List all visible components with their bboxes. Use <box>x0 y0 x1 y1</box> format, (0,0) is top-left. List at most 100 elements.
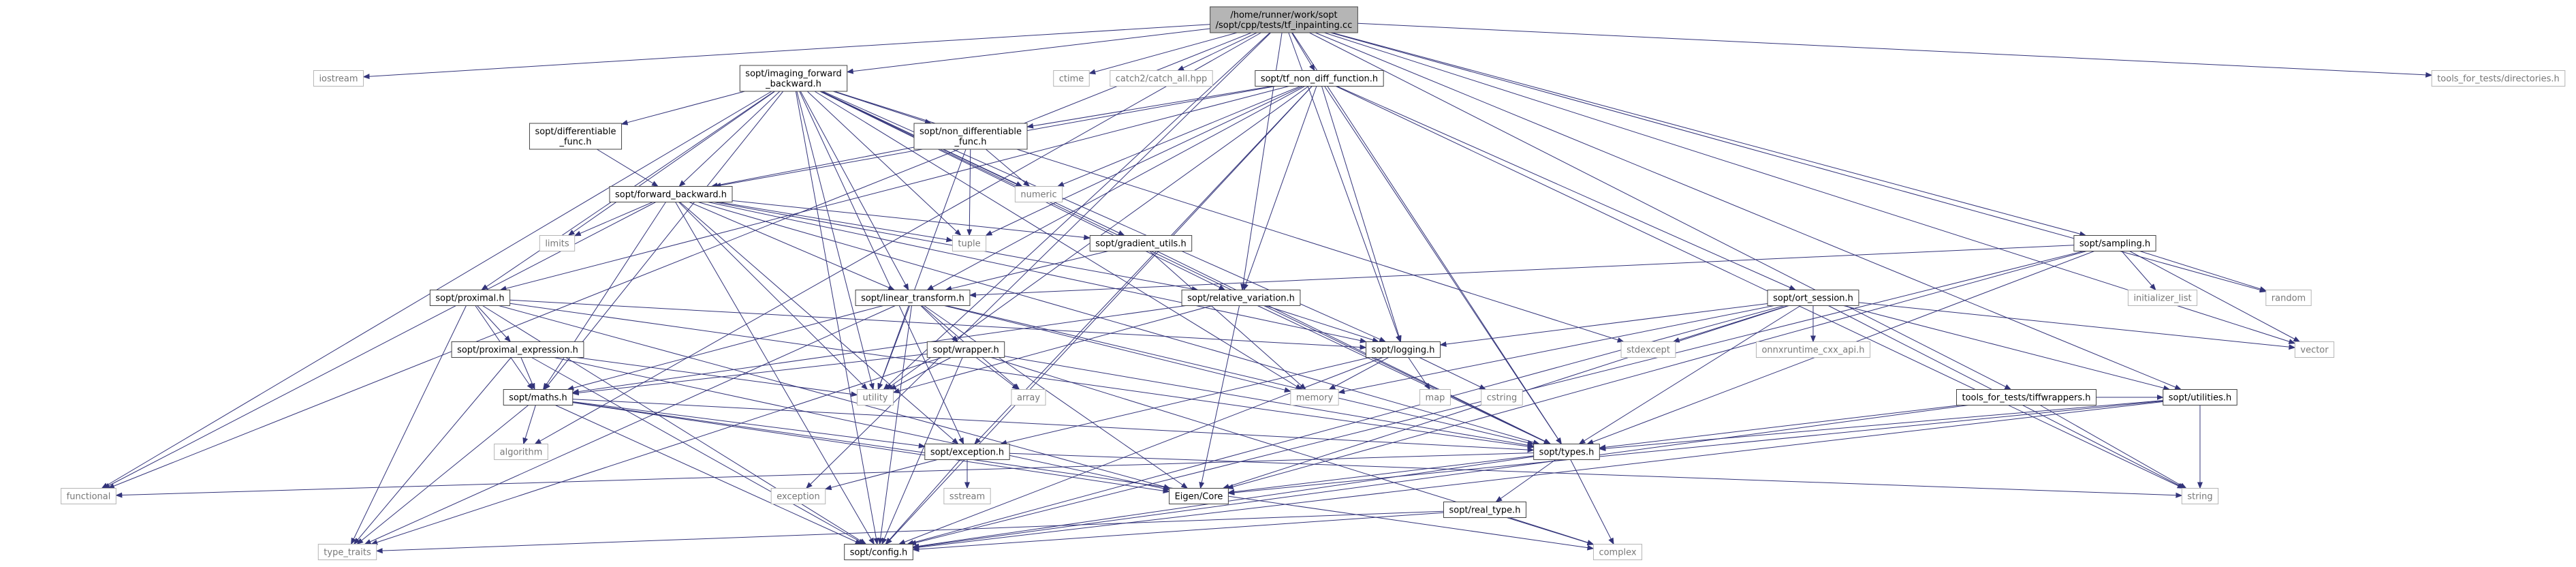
edge-wrapper-to-config <box>881 357 963 545</box>
node-label: sopt/wrapper.h <box>932 346 999 356</box>
node-utilities[interactable]: sopt/utilities.h <box>2163 389 2237 405</box>
edge-maths-to-algorithm <box>522 405 536 445</box>
node-label: memory <box>1296 393 1334 403</box>
edge-linear-transform-to-maths <box>567 305 883 391</box>
edge-imaging-fb-to-linear-transform <box>800 91 909 291</box>
edge-diff-func-to-forward-backward <box>597 149 659 187</box>
node-proximal-expression[interactable]: sopt/proximal_expression.h <box>451 341 584 358</box>
edge-utilities-to-config <box>912 401 2163 551</box>
edge-tf-non-diff-to-proximal <box>499 86 1289 292</box>
node-sopt-exception[interactable]: sopt/exception.h <box>924 444 1010 460</box>
node-label: sopt/imaging_forward <box>745 69 841 79</box>
node-diff-func[interactable]: sopt/differentiable_func.h <box>529 123 623 150</box>
node-label: sopt/ort_session.h <box>1773 294 1853 304</box>
node-relative-variation[interactable]: sopt/relative_variation.h <box>1181 290 1301 306</box>
edge-proximal-to-logging <box>509 299 1367 350</box>
node-onnx: onnxruntime_cxx_api.h <box>1755 341 1871 358</box>
edge-root-to-catch <box>1177 32 1257 71</box>
edge-imaging-fb-to-limits <box>567 91 776 236</box>
node-box <box>913 123 1028 150</box>
edge-sampling-to-linear-transform <box>969 245 2074 298</box>
edge-proximal-expression-to-config <box>531 357 866 545</box>
node-iostream: iostream <box>313 70 364 87</box>
edge-ort-session-to-vector <box>1858 302 2296 350</box>
node-gradient-utils[interactable]: sopt/gradient_utils.h <box>1089 235 1193 251</box>
node-ort-session[interactable]: sopt/ort_session.h <box>1767 290 1859 306</box>
node-exception: exception <box>770 488 826 504</box>
node-sampling[interactable]: sopt/sampling.h <box>2073 235 2156 251</box>
edge-imaging-fb-to-sopt-exception <box>799 91 964 445</box>
edge-forward-backward-to-types <box>697 202 1540 445</box>
edge-imaging-fb-to-gradient-utils <box>820 91 1125 236</box>
nodes-layer: /home/runner/work/sopt/sopt/cpp/tests/tf… <box>61 6 2566 560</box>
node-tf-non-diff[interactable]: sopt/tf_non_diff_function.h <box>1255 70 1384 87</box>
node-limits: limits <box>539 235 576 251</box>
edge-non-diff-func-to-forward-backward <box>710 147 915 188</box>
edge-maths-to-complex <box>572 401 1595 551</box>
node-utility: utility <box>857 389 894 405</box>
edge-proximal-to-eigen-core <box>499 305 1171 489</box>
node-linear-transform[interactable]: sopt/linear_transform.h <box>855 290 971 306</box>
node-box <box>952 235 987 251</box>
node-map: map <box>1419 389 1451 405</box>
node-label: sopt/gradient_utils.h <box>1095 239 1186 249</box>
node-box <box>1592 544 1643 560</box>
node-non-diff-func[interactable]: sopt/non_differentiable_func.h <box>913 123 1028 150</box>
node-stdexcept: stdexcept <box>1620 341 1676 358</box>
node-type-traits: type_traits <box>317 544 377 560</box>
node-real-type[interactable]: sopt/real_type.h <box>1443 502 1527 518</box>
node-logging[interactable]: sopt/logging.h <box>1366 341 1441 358</box>
node-box <box>494 444 548 460</box>
edge-tf-non-diff-to-string <box>1336 86 2184 489</box>
edge-forward-backward-to-gradient-utils <box>732 200 1091 241</box>
edge-tf-non-diff-to-ort-session <box>1336 86 1797 290</box>
edge-real-type-to-complex <box>1509 517 1595 545</box>
node-box <box>1767 290 1859 306</box>
node-tiffwrappers[interactable]: tools_for_tests/tiffwrappers.h <box>1956 389 2096 405</box>
edge-logging-to-config <box>898 357 1383 545</box>
edge-sopt-exception-to-config <box>885 459 961 545</box>
node-label: sopt/exception.h <box>930 448 1004 458</box>
edge-maths-to-eigen-core <box>572 402 1170 494</box>
edge-forward-backward-to-config <box>675 202 875 545</box>
node-box <box>1089 235 1193 251</box>
node-box <box>1255 70 1384 87</box>
node-forward-backward[interactable]: sopt/forward_backward.h <box>609 186 733 202</box>
edge-maths-to-config <box>555 405 862 545</box>
node-root[interactable]: /home/runner/work/sopt/sopt/cpp/tests/tf… <box>1210 6 1358 33</box>
edge-linear-transform-to-wrapper <box>920 305 958 343</box>
edge-maths-to-types <box>572 399 1535 453</box>
node-eigen-core[interactable]: Eigen/Core <box>1169 488 1229 504</box>
node-box <box>1210 6 1358 33</box>
edge-tf-non-diff-to-sopt-exception <box>974 86 1313 445</box>
node-memory: memory <box>1290 389 1339 405</box>
node-box <box>1419 389 1451 405</box>
node-label: exception <box>776 492 820 502</box>
node-maths[interactable]: sopt/maths.h <box>503 389 574 405</box>
node-label: sopt/non_differentiable <box>920 127 1022 137</box>
node-label: sopt/types.h <box>1539 448 1595 458</box>
edge-imaging-fb-to-non-diff-func <box>832 91 932 125</box>
edge-root-to-utilities <box>1315 32 2182 390</box>
node-box <box>2294 341 2335 358</box>
node-label: functional <box>67 492 111 502</box>
edge-wrapper-to-array <box>975 357 1019 390</box>
node-box <box>429 290 511 306</box>
edge-ort-session-to-memory <box>1338 305 1774 395</box>
edge-forward-backward-to-utility <box>678 202 868 390</box>
node-types[interactable]: sopt/types.h <box>1533 444 1600 460</box>
edge-logging-to-memory <box>1328 357 1389 390</box>
edge-sopt-exception-to-exception <box>824 459 938 491</box>
edge-relative-variation-to-maths <box>571 305 1186 395</box>
node-array: array <box>1011 389 1046 405</box>
node-label: numeric <box>1020 190 1056 200</box>
node-proximal[interactable]: sopt/proximal.h <box>429 290 511 306</box>
edge-real-type-to-type-traits <box>375 510 1444 554</box>
node-box <box>1169 488 1229 504</box>
node-box <box>924 444 1010 460</box>
edge-types-to-real-type <box>1495 459 1556 503</box>
node-config[interactable]: sopt/config.h <box>844 544 913 560</box>
node-wrapper[interactable]: sopt/wrapper.h <box>926 341 1005 358</box>
edge-maths-to-sopt-exception <box>572 401 926 448</box>
node-imaging-fb[interactable]: sopt/imaging_forward_backward.h <box>739 65 848 92</box>
